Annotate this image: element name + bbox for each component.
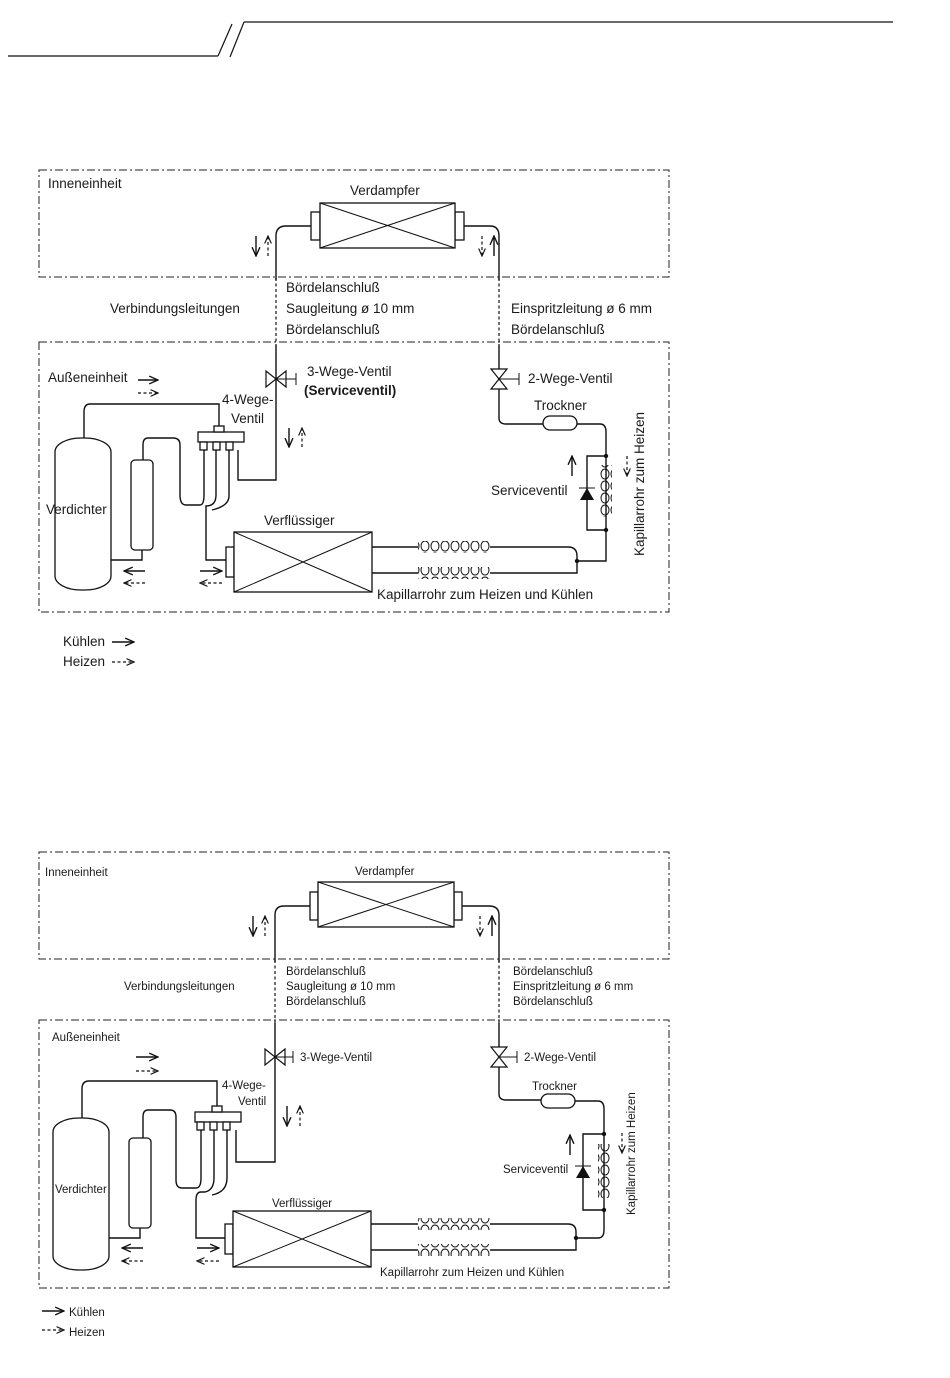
evaporator-label: Verdampfer	[350, 183, 420, 198]
evaporator-label: Verdampfer	[355, 866, 415, 878]
service-valve-label: Serviceventil	[491, 483, 568, 498]
dryer-label: Trockner	[534, 398, 587, 413]
capillary-coil-icon	[418, 541, 490, 553]
connecting-lines-label: Verbindungsleitungen	[124, 981, 235, 993]
injection-line-label: Einspritzleitung ø 6 mm	[511, 301, 652, 316]
capillary-coil-icon	[418, 567, 490, 579]
capillary-coil-icon	[418, 1244, 490, 1256]
injection-line-label: Einspritzleitung ø 6 mm	[513, 981, 633, 993]
outdoor-unit-box	[38, 341, 670, 613]
condenser-label: Verflüssiger	[272, 1198, 332, 1210]
three-way-valve-icon	[265, 369, 297, 389]
legend-heating-label: Heizen	[63, 654, 105, 669]
diagram-2: Inneneinheit Verdampfer Bördelanschluß S…	[38, 851, 670, 1339]
compressor-label: Verdichter	[46, 502, 107, 517]
flare-label: Bördelanschluß	[513, 996, 593, 1008]
flare-label: Bördelanschluß	[286, 322, 380, 337]
dryer-label: Trockner	[532, 1081, 577, 1093]
service-valve-sublabel: (Serviceventil)	[304, 383, 396, 398]
dryer	[542, 415, 578, 431]
evaporator	[309, 881, 463, 928]
condenser-label: Verflüssiger	[264, 513, 335, 528]
check-valve-icon	[579, 487, 595, 500]
indoor-unit-label: Inneneinheit	[48, 176, 122, 191]
service-valve-label: Serviceventil	[503, 1164, 568, 1176]
capillary-heating-label: Kapillarrohr zum Heizen	[632, 412, 647, 556]
flare-label: Bördelanschluß	[286, 996, 366, 1008]
capillary-both-label: Kapillarrohr zum Heizen und Kühlen	[377, 587, 593, 602]
indoor-unit-box	[38, 169, 670, 278]
page-header-rule	[8, 21, 893, 58]
three-way-valve-label: 3-Wege-Ventil	[307, 364, 392, 379]
diagram-1: Inneneinheit Verdampfer Bördelanschluß S…	[38, 169, 670, 669]
four-way-valve-icon	[194, 1105, 242, 1131]
four-way-valve-label-1: 4-Wege-	[222, 392, 274, 407]
compressor	[54, 437, 112, 591]
condenser	[225, 531, 373, 593]
four-way-valve-label-2: Ventil	[238, 1096, 266, 1108]
two-way-valve-icon	[489, 368, 520, 390]
accumulator	[128, 1137, 152, 1229]
legend-2: Kühlen Heizen	[42, 1307, 105, 1339]
four-way-valve-icon	[197, 425, 245, 451]
accumulator	[130, 459, 154, 551]
suction-line-label: Saugleitung ø 10 mm	[286, 981, 395, 993]
compressor-label: Verdichter	[55, 1184, 107, 1196]
capillary-heating-coil-icon	[598, 1144, 610, 1198]
dryer	[540, 1093, 576, 1109]
flare-label: Bördelanschluß	[286, 280, 380, 295]
capillary-coil-icon	[418, 1218, 490, 1230]
indoor-unit-box	[38, 851, 670, 960]
outdoor-unit-label: Außeneinheit	[52, 1032, 121, 1044]
three-way-valve-label: 3-Wege-Ventil	[300, 1052, 372, 1064]
flare-label: Bördelanschluß	[513, 966, 593, 978]
compressor	[52, 1117, 110, 1271]
capillary-heating-coil-icon	[600, 465, 612, 517]
two-way-valve-icon	[489, 1046, 518, 1068]
condenser	[224, 1210, 372, 1268]
flare-label: Bördelanschluß	[511, 322, 605, 337]
capillary-heating-label: Kapillarrohr zum Heizen	[626, 1092, 638, 1215]
capillary-both-label: Kapillarrohr zum Heizen und Kühlen	[380, 1267, 564, 1279]
two-way-valve-label: 2-Wege-Ventil	[524, 1052, 596, 1064]
two-way-valve-label: 2-Wege-Ventil	[528, 371, 613, 386]
check-valve-icon	[575, 1165, 591, 1178]
four-way-valve-label-1: 4-Wege-	[222, 1080, 266, 1092]
outdoor-unit-box	[38, 1019, 670, 1289]
connecting-lines-label: Verbindungsleitungen	[110, 301, 240, 316]
legend-cooling-label: Kühlen	[69, 1307, 105, 1319]
legend-1: Kühlen Heizen	[63, 634, 134, 669]
suction-line-label: Saugleitung ø 10 mm	[286, 301, 414, 316]
four-way-valve-label-2: Ventil	[231, 411, 264, 426]
outdoor-unit-label: Außeneinheit	[48, 370, 128, 385]
flare-label: Bördelanschluß	[286, 966, 366, 978]
indoor-unit-label: Inneneinheit	[45, 867, 108, 879]
evaporator	[310, 202, 465, 249]
legend-heating-label: Heizen	[69, 1327, 105, 1339]
three-way-valve-icon	[264, 1047, 294, 1067]
legend-cooling-label: Kühlen	[63, 634, 105, 649]
